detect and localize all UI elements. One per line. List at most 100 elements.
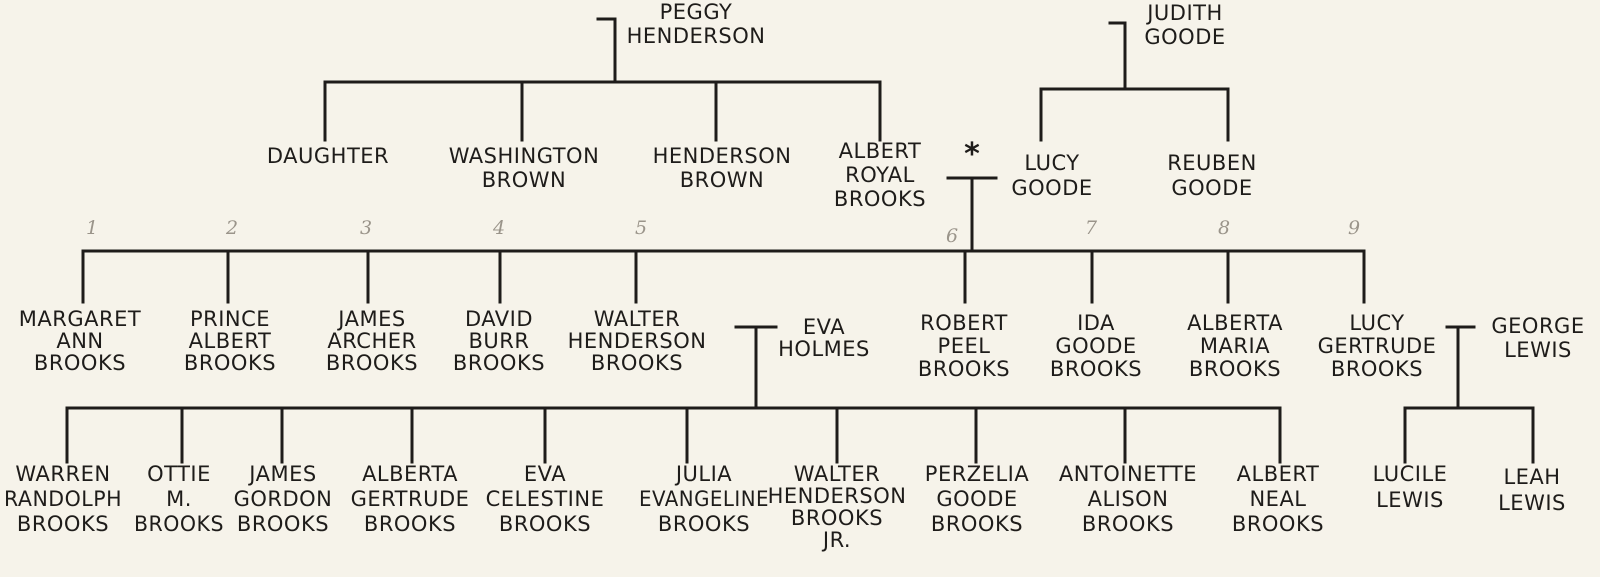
name-line: GOODE (1011, 176, 1092, 200)
name-line: MARGARET (19, 307, 141, 331)
name-line: HENDERSON (653, 144, 792, 168)
name-line: BROOKS (499, 512, 591, 536)
name-line: OTTIE (147, 462, 211, 486)
name-line: GOODE (936, 487, 1017, 511)
person-daughter: DAUGHTER (267, 144, 389, 168)
name-line: ALBERTA (362, 462, 458, 486)
name-line: BROOKS (1232, 512, 1324, 536)
child-number: 7 (1085, 217, 1098, 239)
name-line: LUCY (1024, 151, 1079, 175)
name-line: BROOKS (791, 506, 883, 530)
name-line: PRINCE (190, 307, 270, 331)
name-line: BROOKS (591, 351, 683, 375)
name-line: LEWIS (1498, 491, 1566, 515)
name-line: BROOKS (134, 512, 224, 536)
name-line: REUBEN (1167, 151, 1257, 175)
name-line: EVA (803, 315, 845, 339)
name-line: BROWN (482, 168, 567, 192)
child-number: 1 (86, 217, 98, 239)
child-number: 5 (635, 217, 647, 239)
name-line: LUCY (1349, 311, 1404, 335)
name-line: JUDITH (1145, 1, 1223, 25)
name-line: NEAL (1249, 487, 1306, 511)
name-line: HOLMES (778, 337, 870, 361)
name-line: ALBERT (189, 329, 272, 353)
name-line: BROOKS (184, 351, 276, 375)
marriage-marker-icon: * (964, 137, 980, 172)
name-line: HENDERSON (768, 484, 907, 508)
name-line: BROOKS (1050, 357, 1142, 381)
name-line: HENDERSON (627, 24, 766, 48)
name-line: RANDOLPH (4, 487, 122, 511)
name-line: ALBERT (839, 139, 922, 163)
name-line: ALBERTA (1187, 311, 1283, 335)
name-line: ROYAL (845, 163, 915, 187)
name-line: ALBERT (1237, 462, 1320, 486)
name-line: JAMES (247, 462, 316, 486)
name-line: CELESTINE (486, 487, 605, 511)
name-line: BROOKS (658, 512, 750, 536)
connector-lines (65, 17, 1535, 464)
name-line: PEGGY (660, 0, 733, 24)
name-line: PEEL (938, 334, 991, 358)
name-line: BROOKS (1189, 357, 1281, 381)
name-line: ANTOINETTE (1059, 462, 1197, 486)
name-line: LUCILE (1373, 462, 1448, 486)
name-line: DAUGHTER (267, 144, 389, 168)
name-line: GEORGE (1491, 314, 1584, 338)
name-line: BROWN (680, 168, 765, 192)
name-line: GERTRUDE (351, 487, 470, 511)
name-line: BROOKS (364, 512, 456, 536)
name-line: JAMES (336, 307, 405, 331)
child-number: 2 (225, 217, 238, 239)
name-line: BROOKS (1331, 357, 1423, 381)
name-line: BROOKS (17, 512, 109, 536)
name-line: BURR (469, 329, 530, 353)
name-line: BROOKS (931, 512, 1023, 536)
name-line: M. (166, 487, 192, 511)
name-line: BROOKS (453, 351, 545, 375)
child-number: 9 (1348, 217, 1360, 239)
name-line: BROOKS (834, 187, 926, 211)
name-line: GOODE (1171, 176, 1252, 200)
name-line: ARCHER (327, 329, 416, 353)
name-line: WARREN (15, 462, 110, 486)
name-line: ALISON (1088, 487, 1169, 511)
name-line: BROOKS (237, 512, 329, 536)
name-line: BROOKS (1082, 512, 1174, 536)
name-line: GOODE (1144, 25, 1225, 49)
child-number: 6 (946, 225, 958, 247)
name-line: BROOKS (34, 351, 126, 375)
name-line: WASHINGTON (449, 144, 600, 168)
name-line: EVA (524, 462, 566, 486)
child-number: 4 (492, 217, 505, 239)
name-line: BROOKS (326, 351, 418, 375)
name-line: LEAH (1503, 465, 1560, 489)
name-line: WALTER (794, 462, 880, 486)
